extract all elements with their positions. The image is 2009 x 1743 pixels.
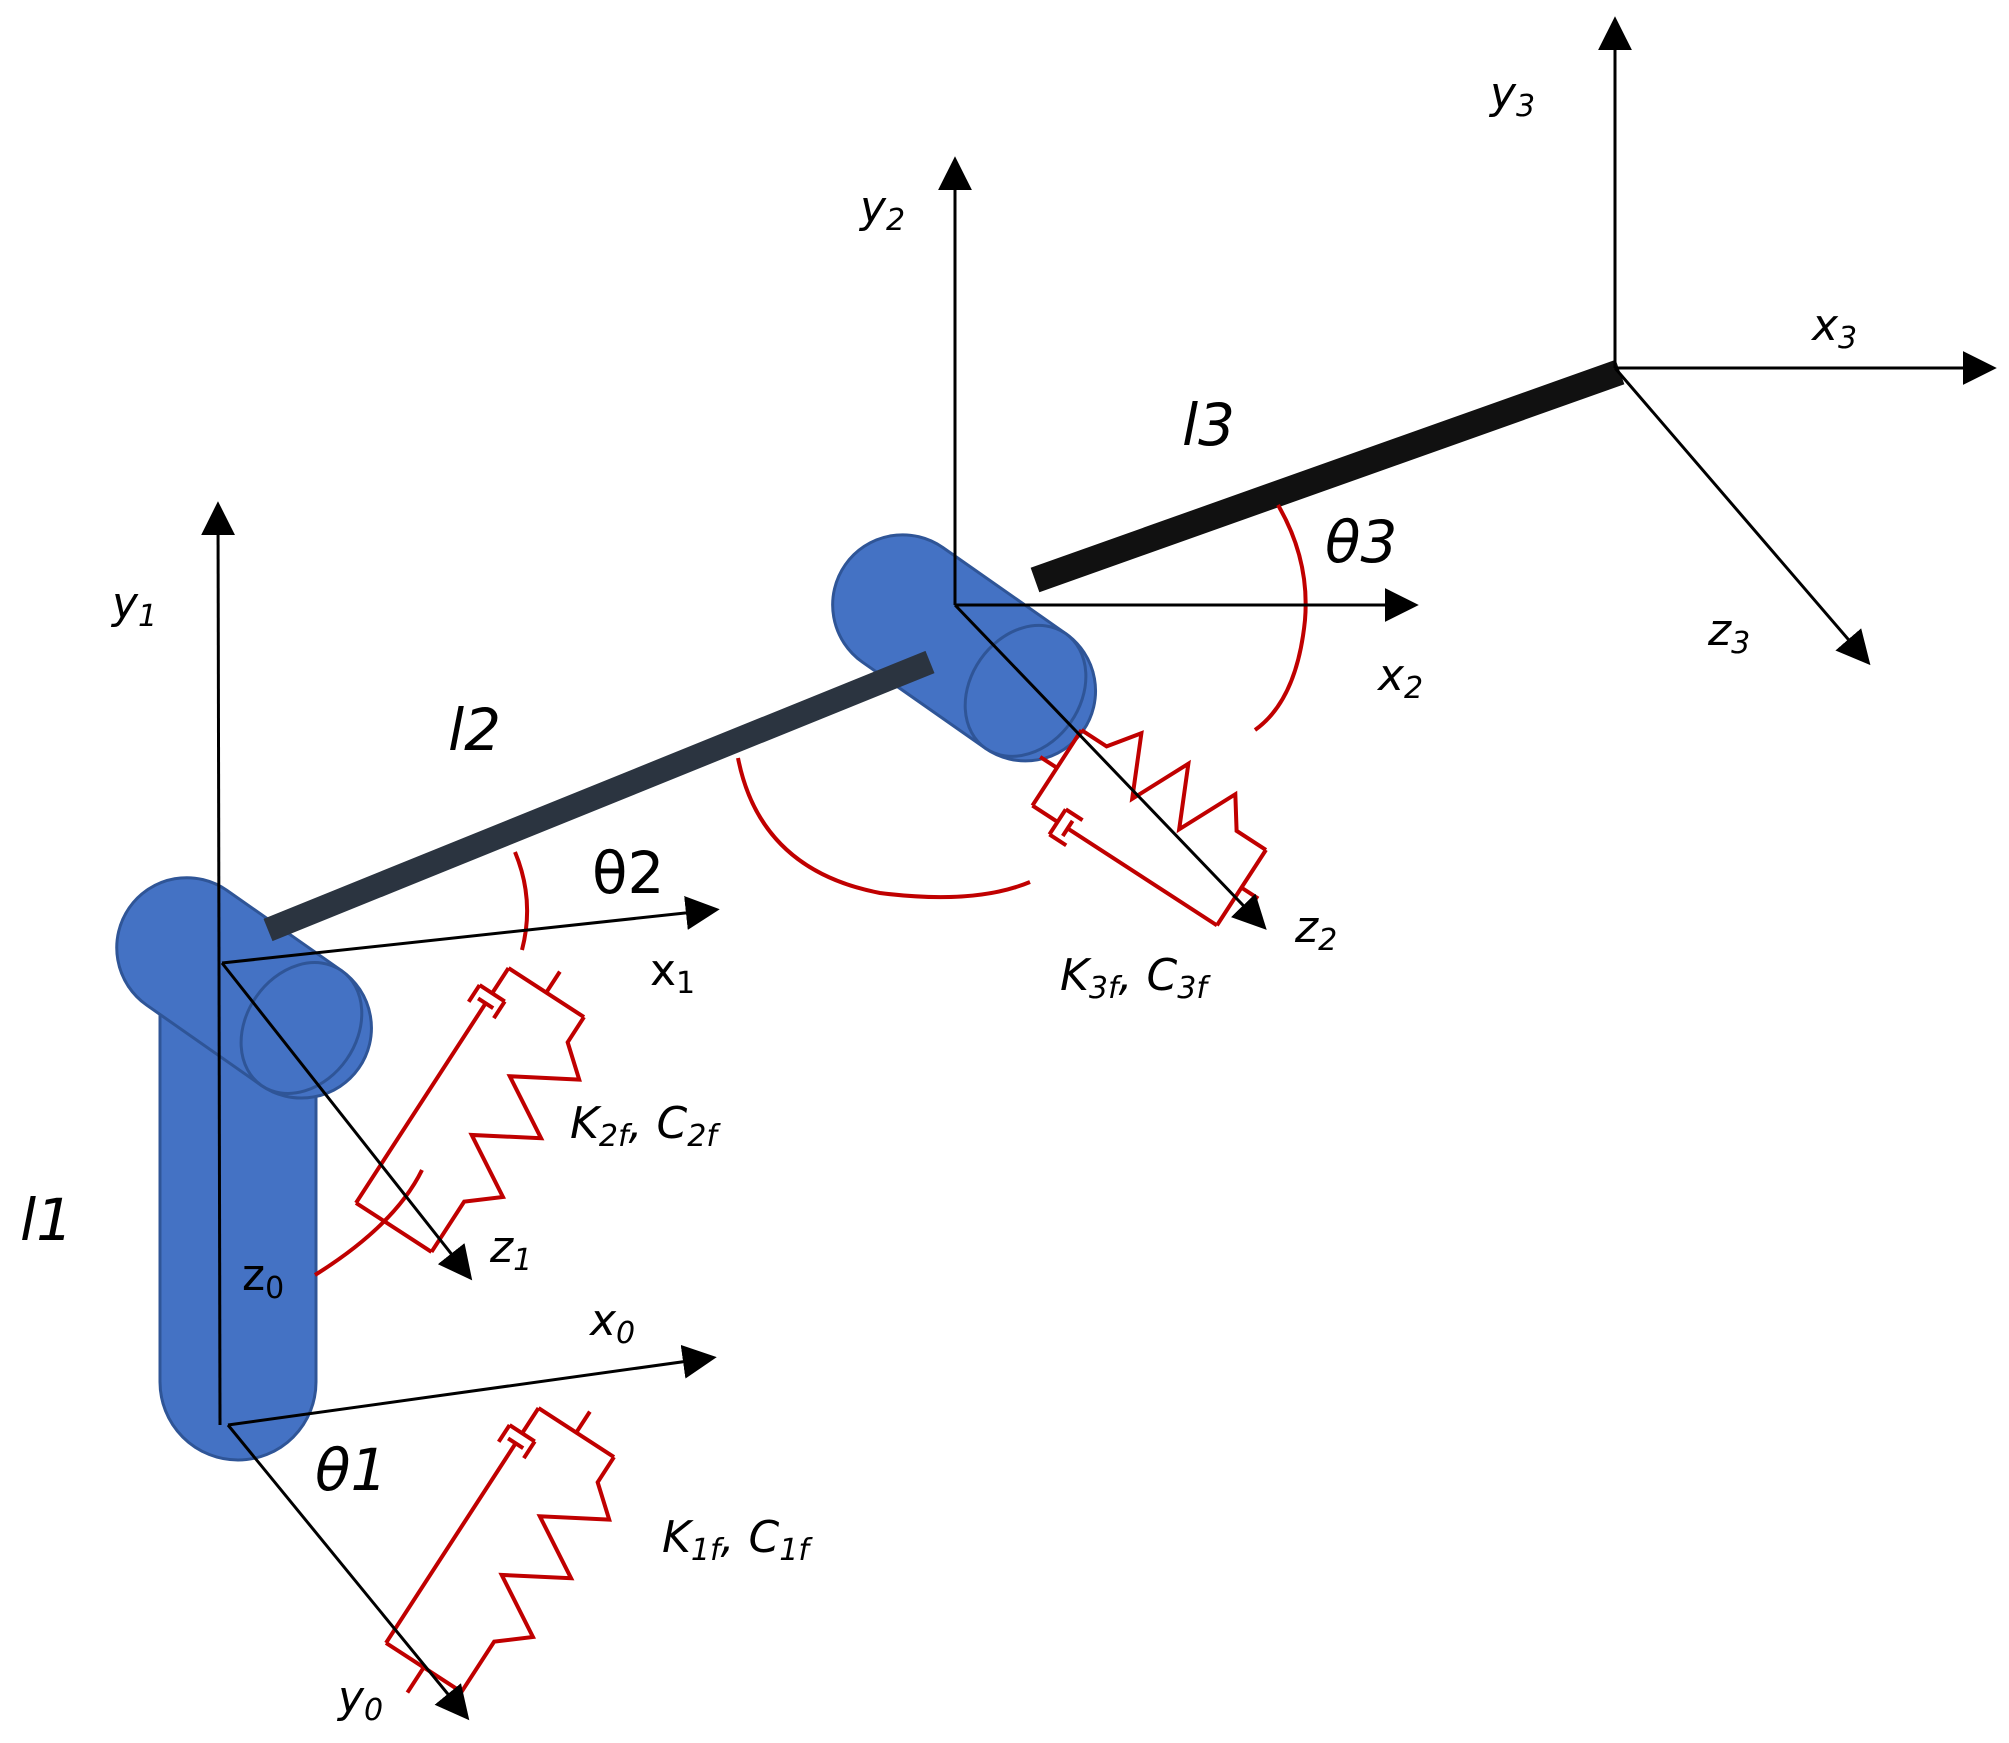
frame-2-axes bbox=[938, 156, 1419, 930]
label-z3: z3 bbox=[1707, 605, 1750, 661]
label-l3: l3 bbox=[1182, 391, 1235, 459]
theta2b-arc bbox=[736, 757, 1031, 900]
theta2-arc bbox=[513, 851, 530, 951]
label-x1: x1 bbox=[650, 945, 695, 1001]
theta3-arc bbox=[1253, 503, 1308, 732]
label-theta3: θ3 bbox=[1325, 508, 1397, 576]
label-x3: x3 bbox=[1810, 300, 1857, 356]
joint-1-body bbox=[115, 876, 373, 1462]
label-y2: y2 bbox=[858, 182, 905, 238]
label-z2: z2 bbox=[1294, 902, 1337, 958]
label-theta1: θ1 bbox=[315, 1436, 387, 1504]
label-x0: x0 bbox=[588, 1295, 635, 1351]
link-l3 bbox=[1030, 359, 1625, 593]
frame-3-axes bbox=[1598, 16, 1997, 666]
frame-1-axes bbox=[201, 501, 720, 1426]
theta1-arc bbox=[313, 1169, 424, 1277]
spring-damper-3 bbox=[1030, 728, 1268, 928]
label-y3: y3 bbox=[1488, 68, 1535, 124]
label-k1-c1: K1f, C1f bbox=[662, 1512, 813, 1568]
label-x2: x2 bbox=[1376, 650, 1423, 706]
label-k3-c3: K3f, C3f bbox=[1060, 950, 1211, 1006]
frame-0-axes bbox=[226, 1344, 717, 1721]
label-z1: z1 bbox=[489, 1222, 532, 1278]
joint-2-body bbox=[831, 533, 1098, 763]
label-y1: y1 bbox=[110, 578, 157, 634]
label-k2-c2: K2f, C2f bbox=[570, 1098, 721, 1154]
label-l2: l2 bbox=[448, 696, 501, 764]
label-y0: y0 bbox=[336, 1672, 383, 1728]
spring-damper-2 bbox=[354, 966, 586, 1254]
label-theta2: θ2 bbox=[592, 839, 664, 907]
label-z0: z0 bbox=[242, 1250, 284, 1306]
spring-damper-1 bbox=[384, 1406, 616, 1694]
label-l1: l1 bbox=[20, 1186, 73, 1254]
link-l2 bbox=[263, 650, 935, 942]
